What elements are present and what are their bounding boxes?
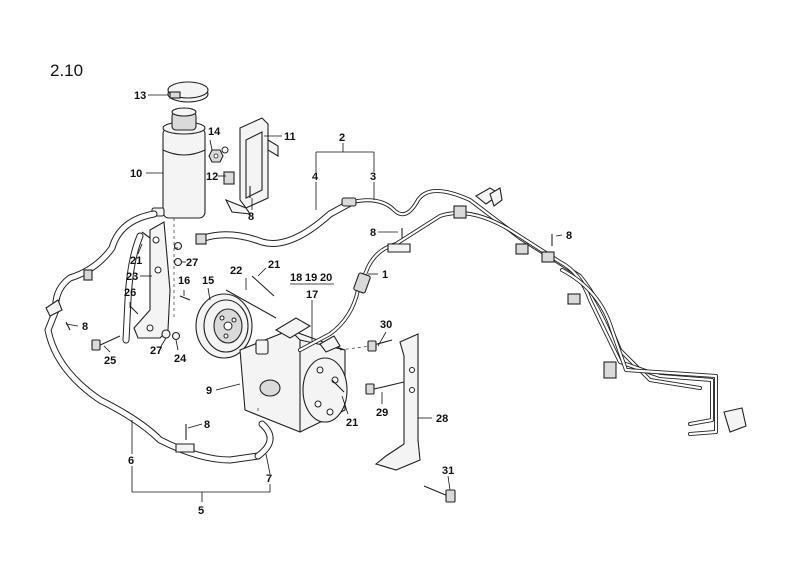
callout-12: 12 [206,171,218,183]
callout-28: 28 [436,413,448,425]
callout-11: 11 [284,131,296,143]
callout-18: 18 [290,272,302,284]
callout-9: 9 [206,385,212,397]
pump-mounting-bracket [133,221,171,339]
clip [223,171,235,185]
callout-30: 30 [380,319,392,331]
callout-20: 20 [320,272,332,284]
callout-23: 23 [126,271,138,283]
support-bracket [374,333,421,471]
callout-2: 2 [339,132,345,144]
pump-pulley [195,293,253,359]
callout-16: 16 [178,275,190,287]
return-hose [44,210,274,464]
alignment-lines [173,218,371,412]
callout-26: 26 [124,287,136,299]
pressure-line [298,211,718,436]
callout-21-bracket: 21 [130,255,142,267]
reservoir-bracket [221,117,279,215]
washers [161,241,183,341]
section-number: 2.10 [50,61,83,80]
callout-8-bracket: 8 [248,211,254,223]
line-fittings [45,187,747,453]
callout-21-pump: 21 [346,417,358,429]
callout-8-lower: 8 [204,419,210,431]
callout-8-line: 8 [370,227,376,239]
callout-29: 29 [376,407,388,419]
callout-14: 14 [208,126,221,138]
callout-8-left: 8 [82,321,88,333]
callout-7: 7 [266,473,272,485]
callout-15: 15 [202,275,214,287]
callout-17: 17 [306,289,318,301]
callout-1: 1 [382,269,388,281]
nut [208,149,224,163]
callout-25: 25 [104,355,116,367]
fluid-reservoir [151,107,206,219]
hose-clamp [167,81,209,103]
callout-8-right: 8 [566,230,572,242]
callout-21-top: 21 [268,259,280,271]
callout-31: 31 [442,465,454,477]
callout-3: 3 [370,171,376,183]
callout-13: 13 [134,90,146,102]
callout-24: 24 [174,353,187,365]
callout-6: 6 [128,455,134,467]
callout-leaders [65,94,563,502]
callout-10: 10 [130,168,142,180]
callout-labels: 1 2 3 4 5 6 7 8 8 8 8 8 9 10 11 12 13 14… [82,90,572,517]
callout-19: 19 [305,272,317,284]
callout-5: 5 [198,505,204,517]
callout-27-lower: 27 [150,345,162,357]
callout-27-upper: 27 [186,257,198,269]
callout-22: 22 [230,265,242,277]
callout-4: 4 [312,171,319,183]
bolts [65,186,553,503]
power-steering-pump [239,317,348,433]
